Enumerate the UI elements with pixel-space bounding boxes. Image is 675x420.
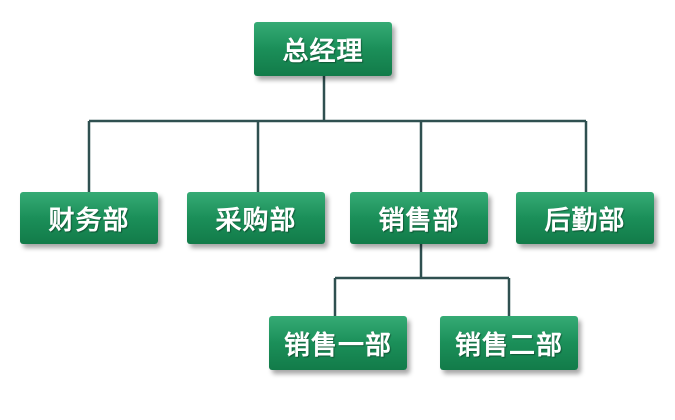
node-sales-division-1: 销售一部 — [269, 316, 407, 370]
node-general-manager: 总经理 — [254, 22, 392, 76]
node-finance-dept: 财务部 — [20, 192, 158, 244]
node-logistics-dept: 后勤部 — [516, 192, 654, 244]
node-sales-division-2: 销售二部 — [440, 316, 578, 370]
node-sales-dept: 销售部 — [350, 192, 488, 244]
node-purchasing-dept: 采购部 — [187, 192, 325, 244]
